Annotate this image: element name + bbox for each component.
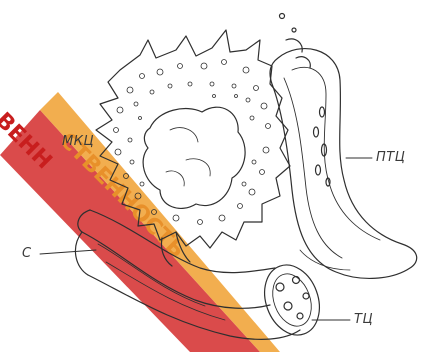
label-s: С (22, 246, 32, 261)
label-ptc: ПТЦ (376, 150, 405, 165)
leader-lines (40, 158, 372, 320)
cytoplasm-granules (114, 60, 271, 225)
capillary-vessel (75, 210, 328, 343)
tubular-structure (270, 14, 417, 279)
label-mkc: МКЦ (62, 134, 94, 149)
label-tc: ТЦ (354, 312, 373, 327)
stellate-cell (96, 30, 290, 266)
